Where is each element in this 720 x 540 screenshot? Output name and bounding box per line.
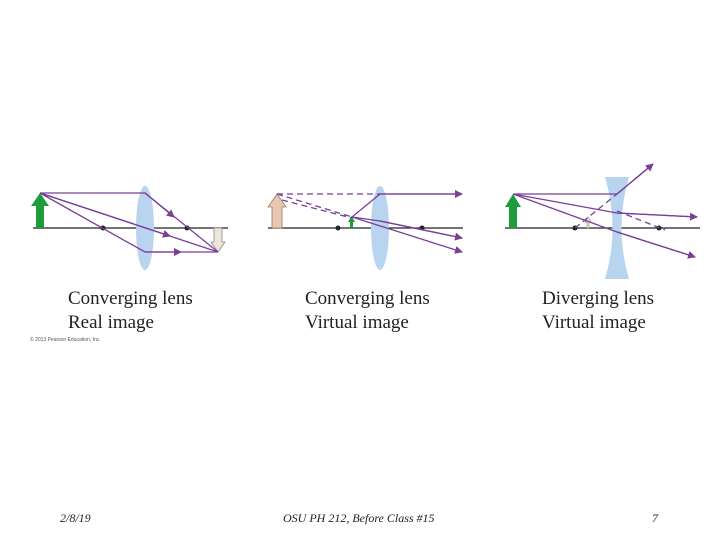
diverging-lens [605,177,629,279]
ray-parallel-arrow [144,192,175,218]
footer-page-number: 7 [652,511,658,525]
caption-line: Virtual image [542,312,646,333]
panel-converging-virtual [267,186,463,270]
caption-panel-2: Converging lens Virtual image [305,287,430,335]
caption-line: Real image [68,312,154,333]
object-arrow [348,216,355,228]
virtual-ray [616,210,666,231]
object-arrow [31,193,49,228]
caption-line: Converging lens [305,288,430,309]
caption-line: Converging lens [68,288,193,309]
image-arrow [210,227,226,253]
panel-diverging-virtual [505,163,700,279]
copyright-notice: © 2013 Pearson Education, Inc. [30,337,101,343]
ray-center-arrow [39,192,171,238]
image-arrow [584,216,592,229]
virtual-ray [574,193,618,229]
focal-point [335,225,341,231]
ray-parallel [513,163,654,195]
image-arrow [267,193,287,229]
caption-panel-1: Converging lens Real image [68,287,193,335]
converging-lens [371,186,389,270]
ray-parallel-arrow [616,163,654,195]
virtual-ray [276,193,353,218]
footer-date: 2/8/19 [60,511,91,525]
ray-center [512,193,698,218]
panel-converging-real [31,186,228,270]
caption-line: Virtual image [305,312,409,333]
ray-focal-arrow [379,220,463,241]
ray-center [351,216,463,254]
caption-line: Diverging lens [542,288,655,309]
footer-course: OSU PH 212, Before Class #15 [283,511,435,525]
ray-center-arrow [616,212,698,221]
caption-panel-3: Diverging lens Virtual image [542,287,654,335]
virtual-ray [281,199,353,219]
ray-focal-arrow [616,231,696,259]
ray-focal [512,193,696,258]
ray-parallel [351,193,462,218]
object-arrow [505,194,521,228]
